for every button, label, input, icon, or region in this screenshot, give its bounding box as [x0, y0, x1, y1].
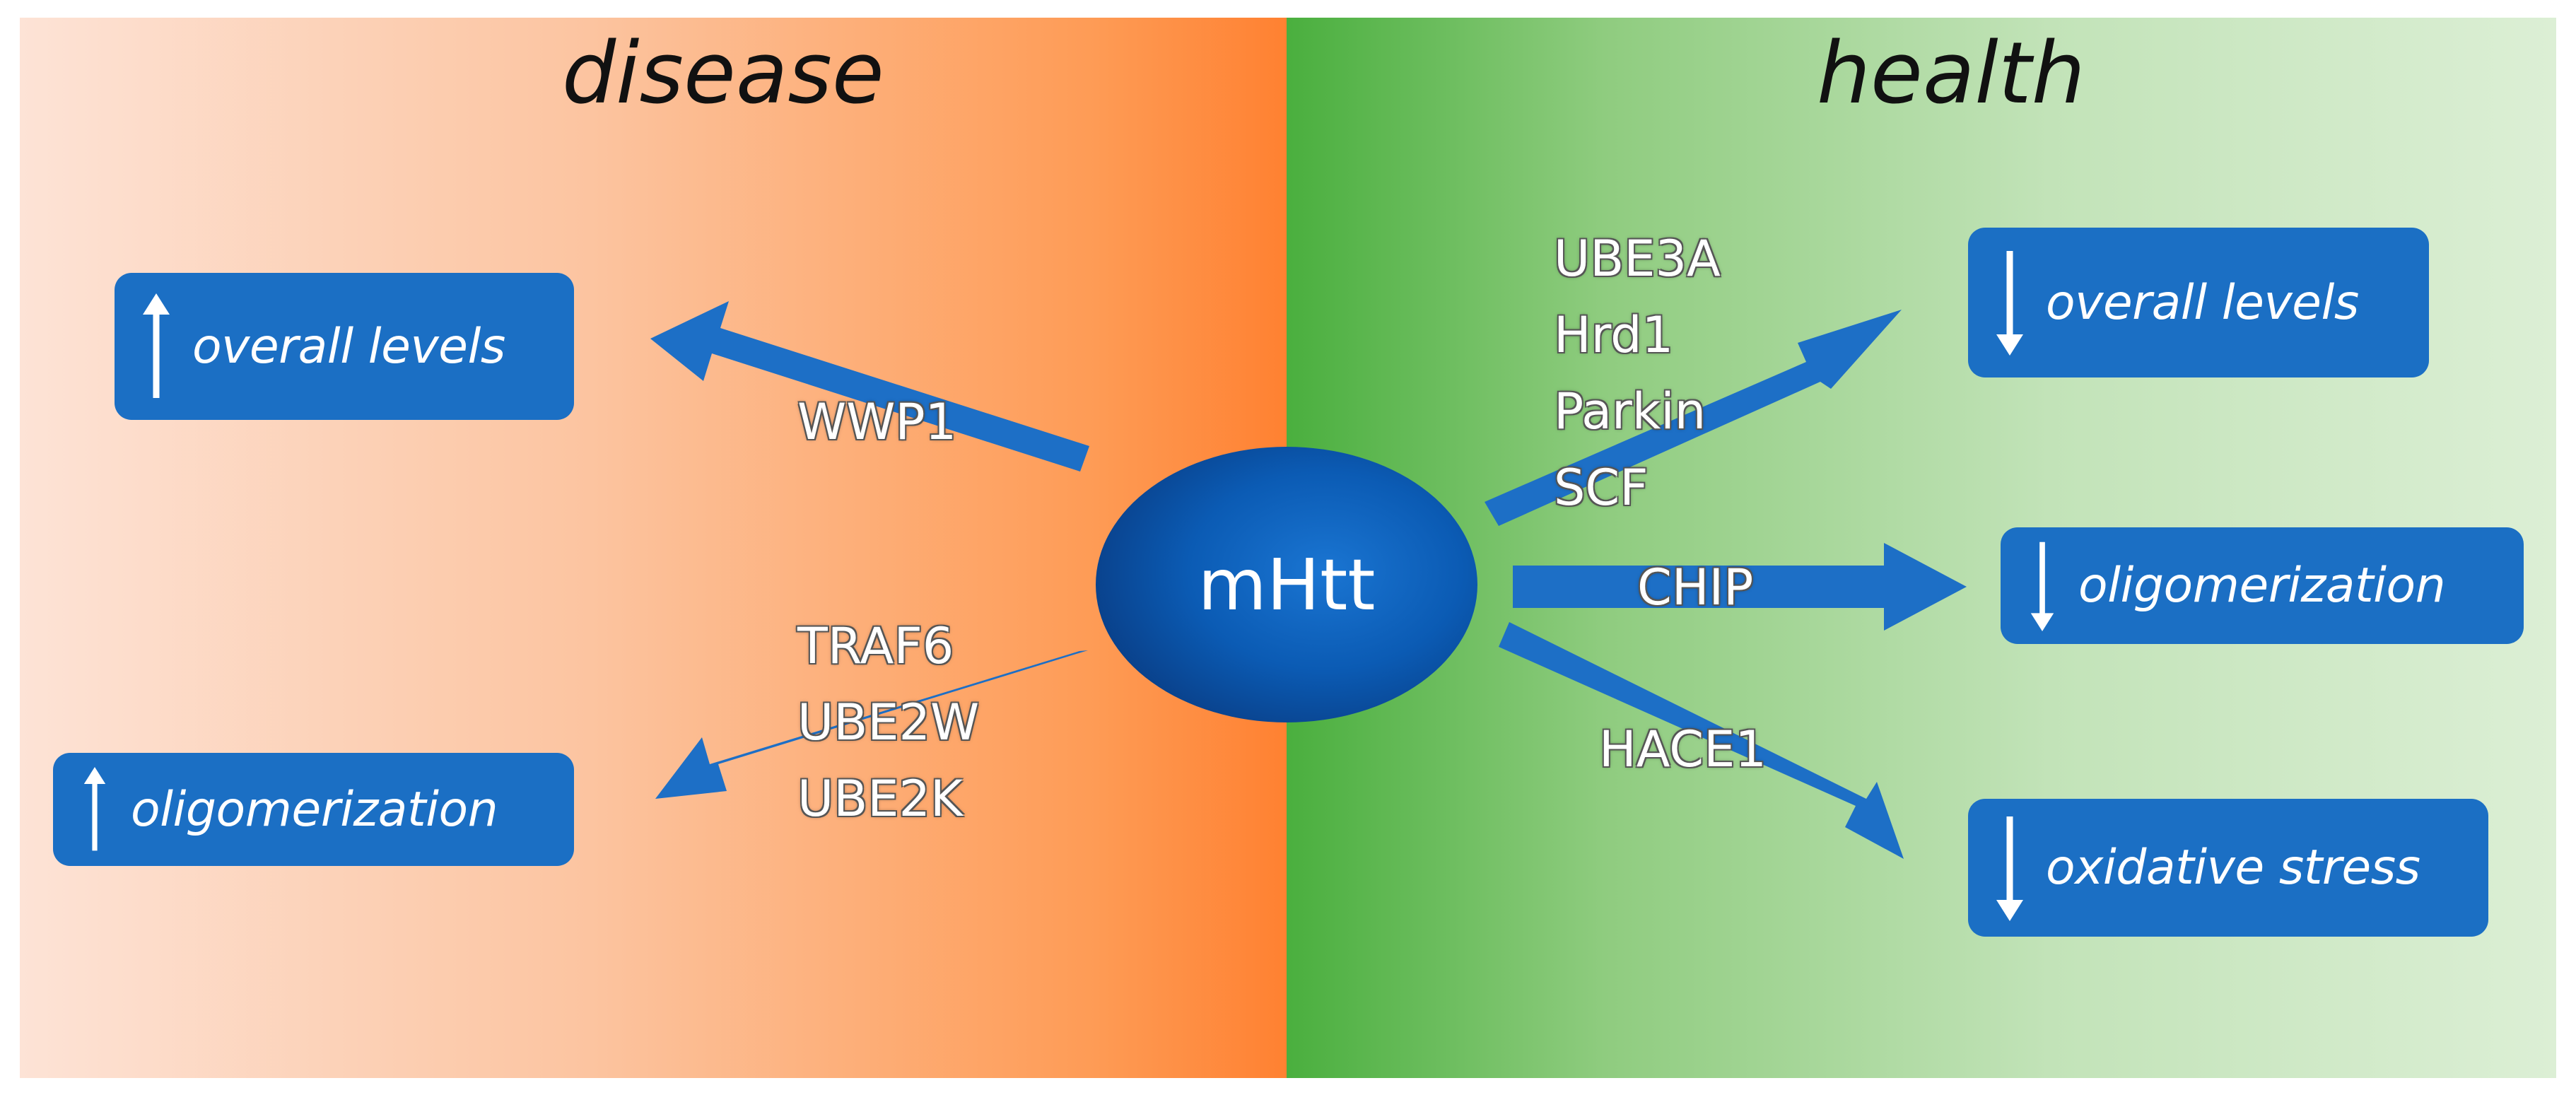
- enzyme-list-health-oxidative-stress: HACE1: [1599, 711, 1767, 787]
- enzyme-list-health-oligomerization: CHIP: [1637, 549, 1753, 626]
- enzyme-label: UBE3A: [1554, 230, 1721, 288]
- down-arrow-icon: [2030, 541, 2054, 631]
- arrow-to-health-oxidative-stress: [1499, 622, 1904, 859]
- enzyme-label: UBE2W: [797, 693, 980, 751]
- enzyme-label: SCF: [1554, 459, 1649, 517]
- health-outcome-oxidative-stress: oxidative stress: [1968, 799, 2488, 937]
- arrow-to-disease-overall-levels: [650, 301, 1089, 472]
- enzyme-label: TRAF6: [797, 617, 954, 675]
- arrow-to-health-oligomerization: [1513, 543, 1967, 631]
- enzyme-label: Parkin: [1554, 382, 1706, 440]
- outcome-label: oligomerization: [131, 781, 498, 838]
- down-arrow-icon: [1996, 251, 2023, 356]
- outcome-label: oxidative stress: [2046, 840, 2420, 896]
- mhtt-node: [1096, 447, 1477, 722]
- enzyme-label: UBE2K: [797, 770, 963, 828]
- outcome-label: overall levels: [192, 318, 505, 375]
- disease-panel: [20, 18, 1287, 1078]
- down-arrow-icon: [1996, 816, 2023, 921]
- disease-title: disease: [562, 25, 884, 123]
- enzyme-label: CHIP: [1637, 558, 1754, 616]
- enzyme-label: WWP1: [797, 393, 957, 451]
- enzyme-label: Hrd1: [1554, 306, 1674, 364]
- disease-outcome-overall-levels: overall levels: [115, 273, 574, 420]
- outcome-label: oligomerization: [2078, 558, 2446, 614]
- health-outcome-oligomerization: oligomerization: [2001, 527, 2524, 644]
- mhtt-label: mHtt: [1198, 543, 1376, 626]
- arrow-to-disease-oligomerization: [655, 650, 1088, 799]
- enzyme-list-disease-oligomerization: TRAF6 UBE2W UBE2K: [797, 608, 979, 837]
- enzyme-list-disease-overall-levels: WWP1: [797, 384, 956, 460]
- enzyme-list-health-overall-levels: UBE3A Hrd1 Parkin SCF: [1554, 221, 1721, 526]
- arrow-to-health-overall-levels: [1485, 310, 1902, 526]
- up-arrow-icon: [143, 293, 170, 398]
- outcome-label: overall levels: [2046, 274, 2359, 331]
- health-title: health: [1817, 25, 2085, 123]
- up-arrow-icon: [83, 767, 106, 851]
- enzyme-label: HACE1: [1599, 720, 1767, 778]
- disease-outcome-oligomerization: oligomerization: [53, 753, 574, 866]
- health-outcome-overall-levels: overall levels: [1968, 228, 2429, 377]
